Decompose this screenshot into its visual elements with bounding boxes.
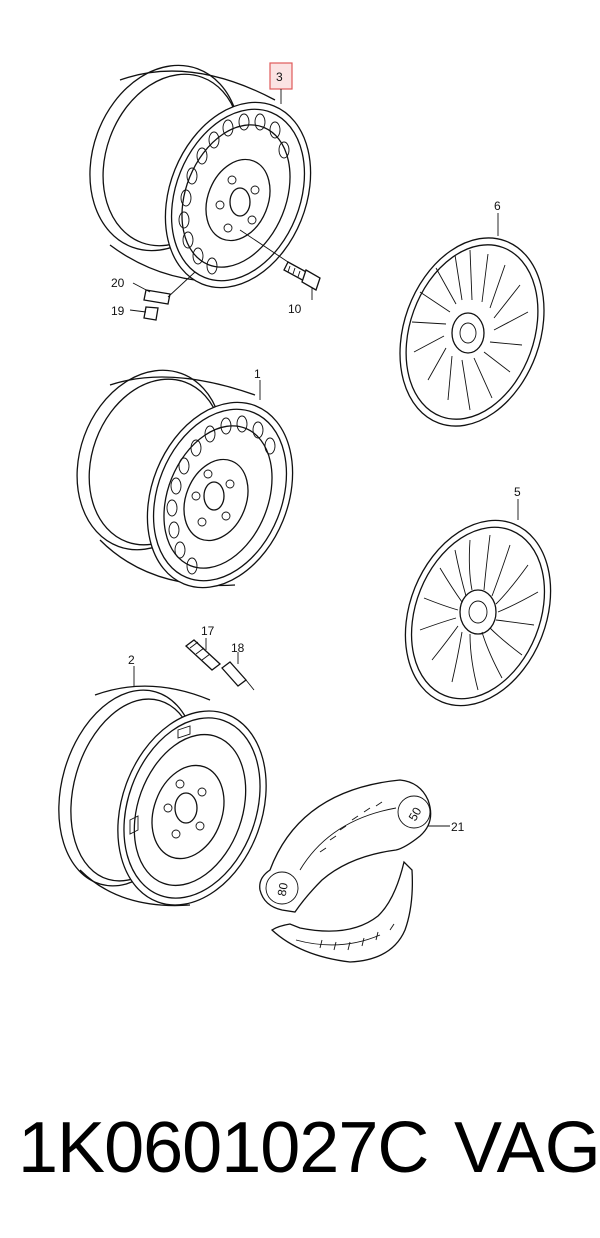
callout-6: 6	[494, 199, 501, 213]
callout-1: 1	[254, 367, 261, 381]
callout-5: 5	[514, 485, 521, 499]
wheel-bolt-10	[239, 229, 321, 300]
marking-strip-21	[259, 779, 450, 963]
callout-18: 18	[231, 641, 245, 655]
hub-cap-6	[399, 213, 545, 427]
tyre-valve-17	[184, 638, 222, 671]
callout-2: 2	[128, 653, 135, 667]
strip-mark-50: 50	[406, 805, 425, 824]
part-number: 1K0601027C	[18, 1108, 429, 1188]
tyre-valve-18	[221, 652, 255, 691]
steel-wheel-3	[89, 64, 312, 289]
callout-10: 10	[288, 302, 302, 316]
footer: 1K0601027C VAG	[0, 1098, 600, 1198]
strip-mark-80: 80	[275, 881, 291, 897]
steel-wheel-1	[76, 369, 294, 589]
callout-20: 20	[111, 276, 125, 290]
parts-diagram: 3 10 20 19 6	[58, 62, 552, 963]
brand-label: VAG	[454, 1108, 600, 1188]
callout-17: 17	[201, 624, 215, 638]
callout-19: 19	[111, 304, 125, 318]
balance-weight-20	[132, 271, 196, 305]
steel-wheel-2	[58, 666, 267, 907]
callout-3: 3	[276, 70, 283, 84]
callout-21: 21	[451, 820, 465, 834]
clip-19	[129, 306, 159, 321]
hub-cap-5	[404, 499, 552, 707]
